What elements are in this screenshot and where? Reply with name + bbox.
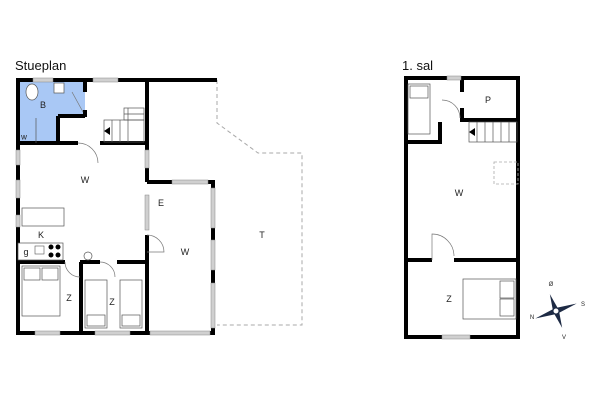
sink-icon xyxy=(53,82,65,94)
compass-south: S xyxy=(580,302,586,308)
beds-first xyxy=(407,83,517,320)
stairs-ground xyxy=(103,107,145,143)
room-label-bedroom-1: Z xyxy=(66,293,72,303)
compass-west: V xyxy=(561,335,567,341)
beds-ground xyxy=(21,265,143,329)
room-label-entry: E xyxy=(157,198,165,208)
room-label-living-side: W xyxy=(180,247,190,257)
room-label-gas: g xyxy=(23,247,29,257)
compass-east: Ø xyxy=(548,282,554,288)
room-label-washer: w xyxy=(21,132,27,142)
stairs-first xyxy=(468,121,518,143)
compass-icon xyxy=(535,294,577,328)
first-floor-title: 1. sal xyxy=(402,58,434,73)
room-label-storage: P xyxy=(484,95,492,105)
stove-icon xyxy=(48,244,61,258)
kitchen-island xyxy=(21,207,65,227)
room-label-bedroom-2: Z xyxy=(109,297,115,307)
stair-arrow xyxy=(104,127,110,135)
compass-north: N xyxy=(529,315,535,321)
doors xyxy=(64,91,165,278)
room-label-bedroom-first: Z xyxy=(446,294,452,304)
room-label-bathroom: B xyxy=(39,100,47,110)
room-label-terrace: T xyxy=(259,230,265,240)
room-label-living-first: W xyxy=(454,188,464,198)
toilet-icon xyxy=(25,83,39,101)
room-label-kitchen: K xyxy=(37,230,45,240)
ground-floor-title: Stueplan xyxy=(15,58,67,73)
room-label-living-main: W xyxy=(80,175,90,185)
terrace-outline xyxy=(216,80,303,326)
windows xyxy=(15,77,216,336)
